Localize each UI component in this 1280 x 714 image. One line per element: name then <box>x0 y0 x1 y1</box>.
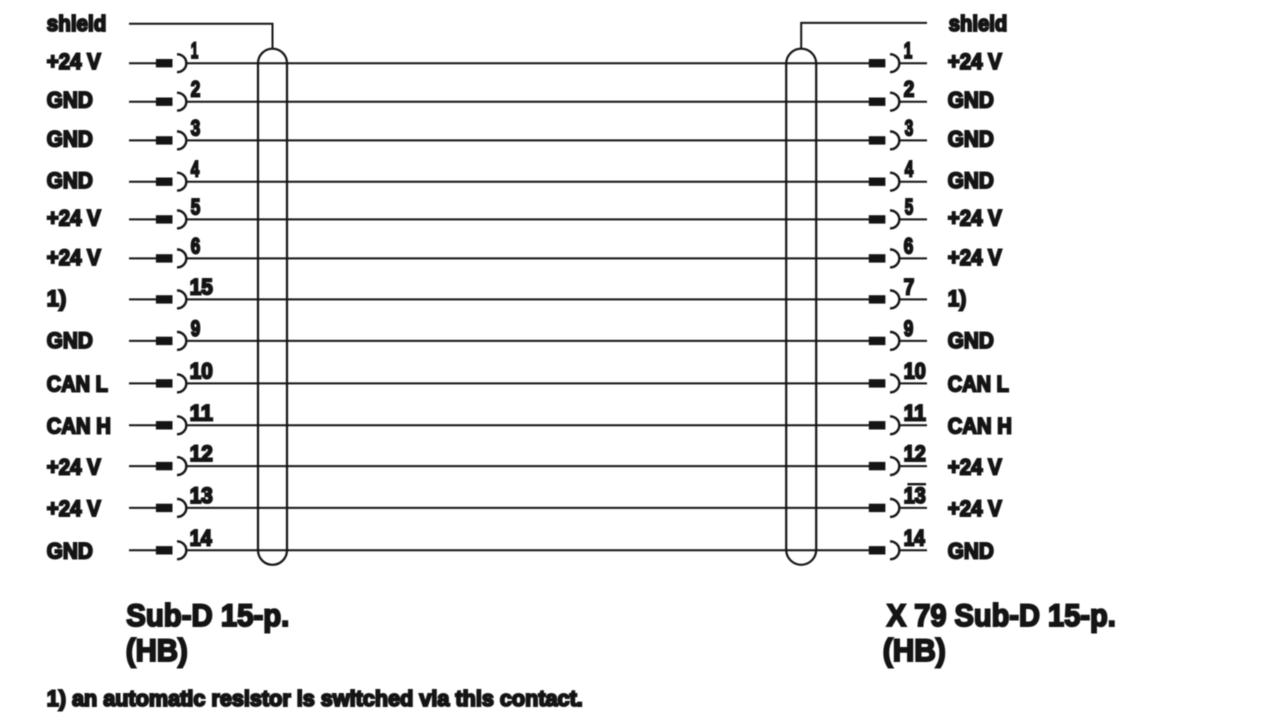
svg-text:14: 14 <box>904 525 925 550</box>
svg-text:+24 V: +24 V <box>948 206 1002 231</box>
svg-text:14: 14 <box>190 525 212 550</box>
svg-text:11: 11 <box>190 400 213 425</box>
svg-text:5: 5 <box>191 194 201 219</box>
svg-text:6: 6 <box>191 233 201 258</box>
svg-text:+24 V: +24 V <box>948 49 1002 74</box>
svg-text:CAN H: CAN H <box>47 414 111 439</box>
svg-text:12: 12 <box>190 441 213 466</box>
svg-text:9: 9 <box>904 316 914 341</box>
svg-text:15: 15 <box>190 274 213 299</box>
svg-text:13: 13 <box>190 483 213 508</box>
svg-text:CAN L: CAN L <box>47 372 108 397</box>
svg-text:+24 V: +24 V <box>47 49 101 74</box>
svg-text:Sub-D 15-p.: Sub-D 15-p. <box>126 597 289 633</box>
svg-text:1): 1) <box>47 286 67 311</box>
svg-text:5: 5 <box>905 194 914 219</box>
svg-text:2: 2 <box>191 77 201 102</box>
svg-text:GND: GND <box>948 168 994 193</box>
svg-text:shield: shield <box>949 11 1008 36</box>
svg-text:3: 3 <box>905 115 914 140</box>
svg-text:2: 2 <box>904 77 915 102</box>
svg-text:(HB): (HB) <box>883 632 946 668</box>
svg-text:10: 10 <box>190 358 213 383</box>
svg-text:4: 4 <box>191 157 200 182</box>
svg-text:9: 9 <box>191 316 201 341</box>
svg-text:GND: GND <box>47 127 93 152</box>
svg-text:6: 6 <box>904 233 914 258</box>
svg-text:12: 12 <box>904 441 926 466</box>
svg-text:X 79 Sub-D 15-p.: X 79 Sub-D 15-p. <box>887 597 1116 633</box>
svg-text:+24 V: +24 V <box>948 496 1002 521</box>
svg-text:shield: shield <box>47 11 107 36</box>
svg-text:GND: GND <box>47 88 93 113</box>
svg-text:(HB): (HB) <box>126 632 188 668</box>
svg-text:11: 11 <box>904 400 926 425</box>
svg-text:7: 7 <box>904 274 915 299</box>
svg-text:GND: GND <box>948 328 994 353</box>
svg-text:GND: GND <box>47 539 93 564</box>
svg-text:GND: GND <box>948 539 994 564</box>
svg-text:+24 V: +24 V <box>47 496 101 521</box>
svg-text:+24 V: +24 V <box>948 245 1002 270</box>
svg-text:1): 1) <box>948 286 967 311</box>
svg-text:10: 10 <box>904 358 926 383</box>
svg-text:GND: GND <box>47 168 93 193</box>
svg-text:CAN H: CAN H <box>948 414 1012 439</box>
svg-text:13: 13 <box>904 483 926 508</box>
svg-text:GND: GND <box>948 127 994 152</box>
svg-text:+24 V: +24 V <box>47 206 101 231</box>
svg-text:GND: GND <box>948 88 994 113</box>
svg-text:CAN L: CAN L <box>948 372 1009 397</box>
svg-text:GND: GND <box>47 328 93 353</box>
svg-text:1: 1 <box>191 38 199 63</box>
svg-text:1: 1 <box>904 38 913 63</box>
svg-text:+24 V: +24 V <box>47 245 101 270</box>
svg-text:3: 3 <box>191 115 201 140</box>
svg-text:4: 4 <box>905 157 914 182</box>
svg-text:1) an automatic resistor is sw: 1) an automatic resistor is switched via… <box>47 686 583 711</box>
svg-text:+24 V: +24 V <box>948 454 1002 479</box>
svg-text:+24 V: +24 V <box>47 454 101 479</box>
